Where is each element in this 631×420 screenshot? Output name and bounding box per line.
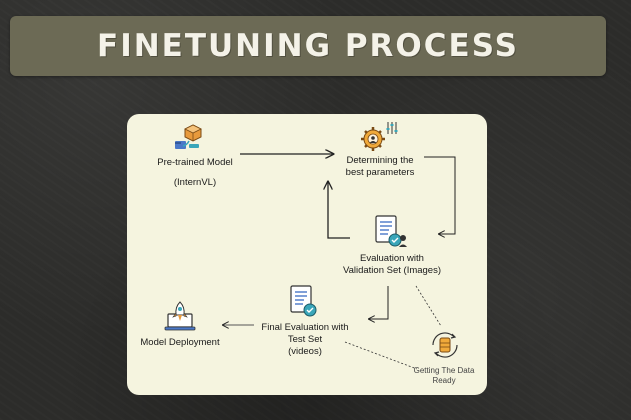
checked-document-icon [290, 285, 317, 317]
gear-sliders-icon [361, 122, 398, 151]
rocket-laptop-icon [164, 301, 196, 331]
dotted-validation-to-data [415, 285, 442, 327]
validation-label-line1: Evaluation with [360, 253, 424, 264]
final-eval-label-line3: (videos) [288, 346, 322, 357]
title-banner: FINETUNING PROCESS [10, 16, 606, 76]
data-ready-label-line1: Getting The Data [413, 366, 475, 375]
arrow-params-to-validation [424, 156, 456, 234]
page-title: FINETUNING PROCESS [97, 28, 519, 64]
diagram-panel: Pre-trained Model (InternVL) Determining… [127, 114, 487, 395]
dotted-final-to-data [344, 341, 418, 370]
arrow-validation-to-final [369, 286, 389, 319]
deployment-label: Model Deployment [140, 337, 220, 348]
pretrained-model-sublabel: (InternVL) [173, 177, 217, 188]
params-label-line2: best parameters [345, 167, 415, 178]
validation-label-line2: Validation Set (Images) [342, 265, 442, 276]
params-label-line1: Determining the [346, 155, 414, 166]
checked-document-icon [375, 215, 407, 247]
pretrained-model-label: Pre-trained Model [157, 157, 233, 168]
robot-cube-icon [175, 124, 202, 149]
flow-connectors [127, 114, 456, 370]
data-ready-label-line2: Ready [432, 376, 456, 385]
arrow-validation-to-params [328, 182, 350, 239]
final-eval-label-line1: Final Evaluation with [261, 322, 349, 333]
final-eval-label-line2: Test Set [287, 334, 323, 345]
database-cycle-icon [432, 332, 458, 358]
